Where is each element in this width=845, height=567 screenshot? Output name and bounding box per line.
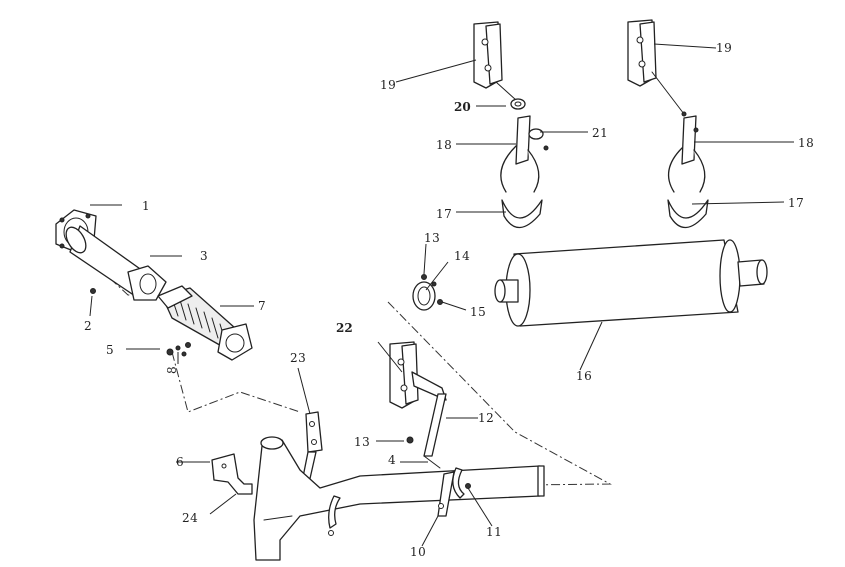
part-16-muffler [494, 239, 768, 327]
fasteners-front [90, 288, 191, 357]
label-17b: 17 [788, 196, 804, 210]
part-7-flex-hose [157, 285, 253, 361]
label-11: 11 [486, 525, 502, 539]
label-21: 21 [592, 126, 608, 140]
label-1: 1 [142, 199, 150, 213]
label-16: 16 [576, 369, 592, 383]
label-10: 10 [410, 545, 426, 559]
label-15: 15 [470, 305, 486, 319]
label-12: 12 [478, 411, 494, 425]
label-6: 6 [176, 455, 184, 469]
label-19b: 19 [716, 41, 732, 55]
hanger-set-left [473, 21, 549, 229]
label-5: 5 [106, 343, 114, 357]
clamp-13-14-15 [412, 274, 443, 311]
leader-lines [89, 43, 794, 547]
hanger-set-22-12 [389, 341, 447, 457]
label-8: 8 [165, 366, 179, 374]
label-20: 20 [454, 100, 471, 114]
hanger-set-right [627, 19, 709, 229]
part-6-24-bracket [211, 453, 253, 495]
label-2: 2 [84, 319, 92, 333]
label-19a: 19 [380, 78, 396, 92]
label-4: 4 [388, 453, 396, 467]
label-3: 3 [200, 249, 208, 263]
label-17a: 17 [436, 207, 452, 221]
label-23: 23 [290, 351, 306, 365]
part-labels: 1 2 3 7 5 8 6 24 23 22 12 13 4 10 11 16 … [84, 41, 814, 559]
tail-pipe-assembly [253, 436, 545, 561]
label-7: 7 [258, 299, 266, 313]
label-14: 14 [454, 249, 470, 263]
label-18b: 18 [798, 136, 814, 150]
label-13b: 13 [354, 435, 370, 449]
part-3-front-pipe [65, 225, 167, 301]
label-13a: 13 [424, 231, 440, 245]
label-24: 24 [182, 511, 198, 525]
label-18a: 18 [436, 138, 452, 152]
label-22: 22 [336, 321, 353, 335]
